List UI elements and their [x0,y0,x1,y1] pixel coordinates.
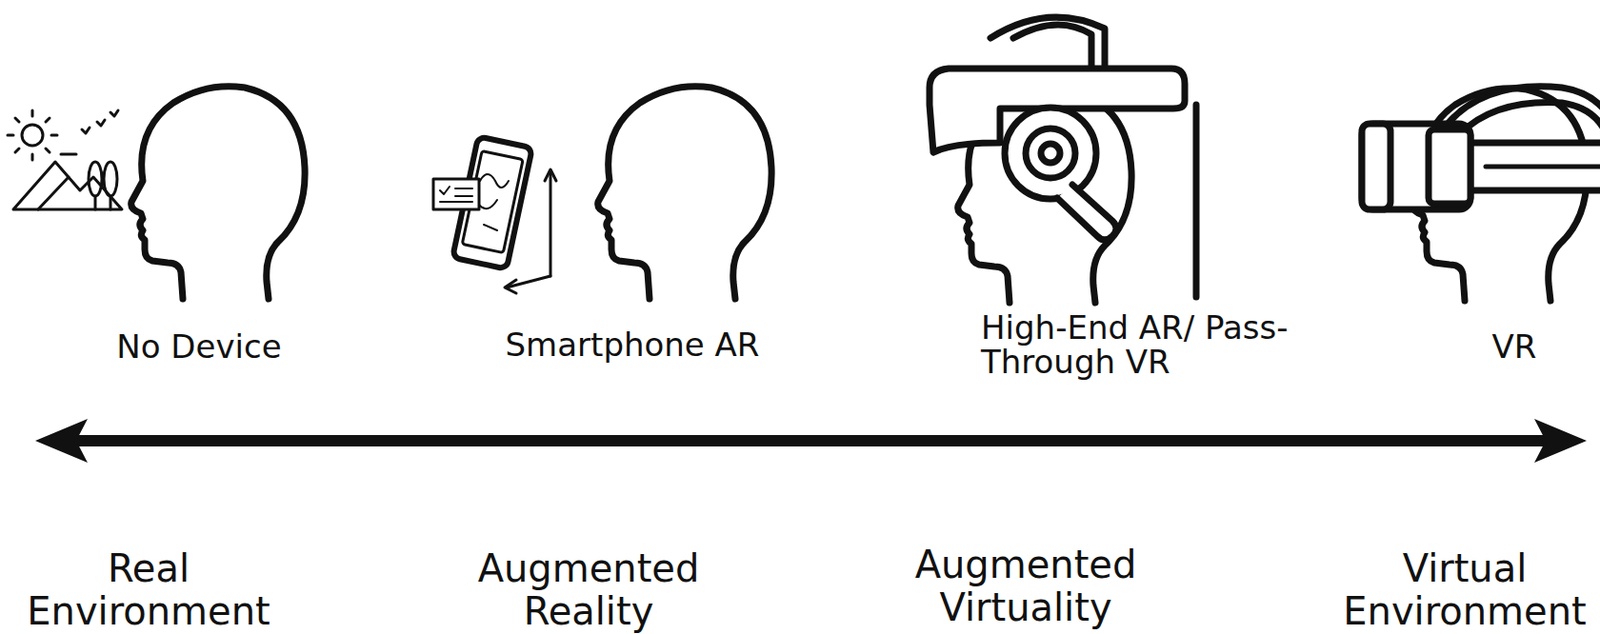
head-icon [598,86,772,300]
device-label: Smartphone AR [470,326,795,363]
continuum-label: Virtual Environment [1336,547,1594,634]
continuum-arrow [35,419,1587,463]
vr-headset-icon [1361,86,1600,210]
head-icon [1413,88,1587,301]
head-icon [131,86,305,300]
device-label: High-End AR/ Pass-Through VR [980,310,1296,380]
device-label: No Device [75,328,323,365]
device-label: VR [1457,328,1572,365]
ar-headset-icon [929,17,1197,298]
continuum-label: Real Environment [15,547,282,634]
continuum-label: Augmented Reality [455,547,722,634]
smartphone-icon [433,136,557,294]
continuum-label: Augmented Virtuality [892,543,1160,630]
landscape-icon [7,110,122,210]
